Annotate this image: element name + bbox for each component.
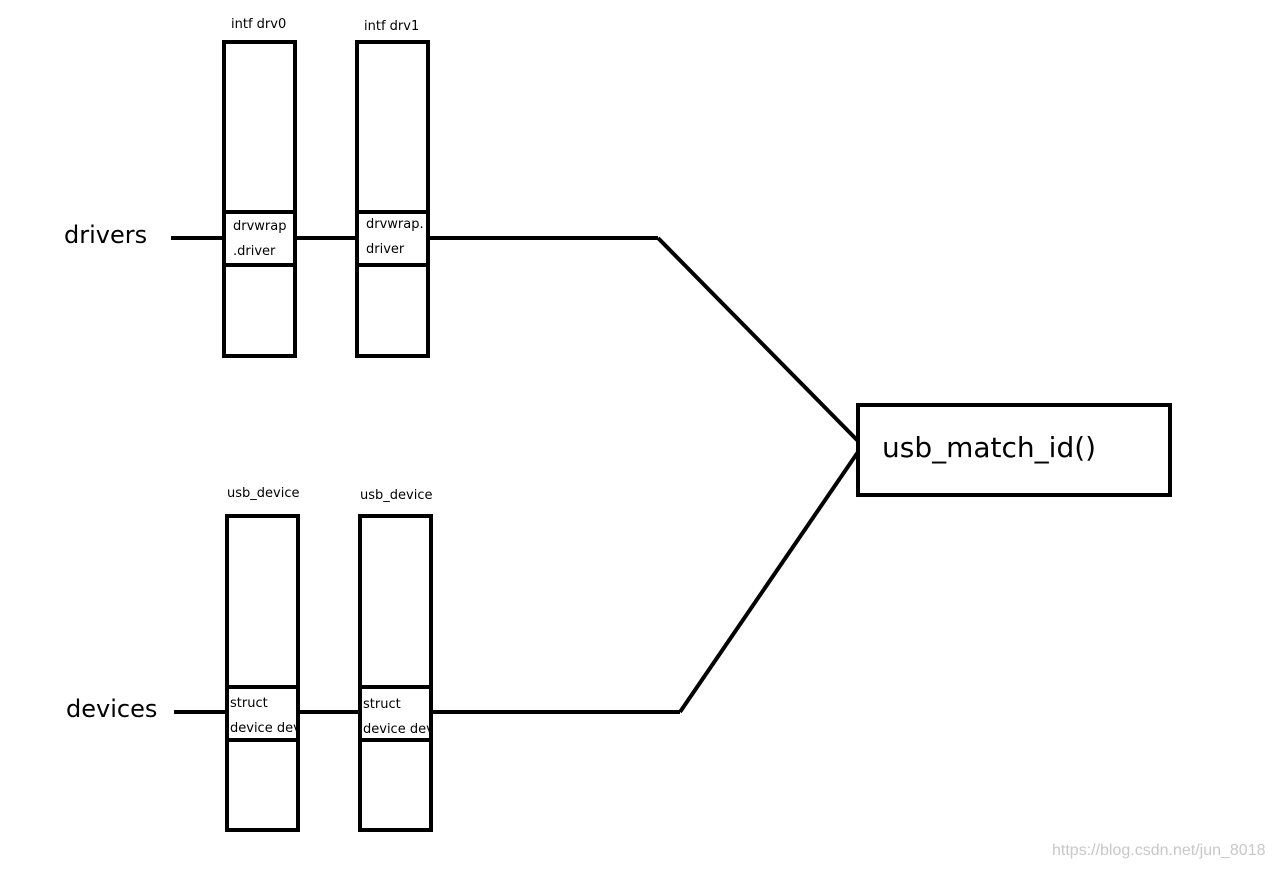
driver-column-1-field	[355, 210, 430, 267]
drivers-label: drivers	[64, 221, 148, 249]
driver-column-0-field-line1: drvwrap	[233, 219, 287, 234]
devices-to-match-line	[678, 450, 860, 714]
device-column-0-box	[225, 514, 300, 832]
device-column-0-field-line1: struct	[230, 696, 268, 711]
driver-column-1-title: intf drv1	[364, 19, 420, 34]
match-function-box	[856, 403, 1172, 497]
driver-column-0-box	[222, 40, 297, 358]
device-column-1-box	[358, 514, 433, 832]
match-function-label: usb_match_id()	[882, 431, 1097, 464]
device-column-1-field-line2: device dev	[363, 723, 429, 736]
device-column-1	[358, 514, 433, 832]
driver-column-0-field	[222, 210, 297, 267]
driver-column-1-field-line1: drvwrap.	[366, 217, 424, 232]
device-column-1-field	[358, 685, 433, 742]
devices-label: devices	[66, 695, 158, 723]
device-column-1-field-line1: struct	[363, 697, 401, 712]
watermark: https://blog.csdn.net/jun_8018	[1052, 842, 1266, 859]
driver-column-0	[222, 40, 297, 358]
device-column-0-title: usb_device	[227, 486, 300, 501]
driver-column-1-field-line2: driver	[366, 242, 405, 257]
driver-column-0-title: intf drv0	[231, 17, 287, 32]
device-column-0	[225, 514, 300, 832]
driver-column-1	[355, 40, 430, 358]
device-column-0-field-line2: device dev	[230, 722, 296, 735]
drivers-to-match-line	[656, 236, 860, 443]
device-column-0-field	[225, 685, 300, 742]
device-column-1-title: usb_device	[360, 488, 433, 503]
driver-column-1-box	[355, 40, 430, 358]
driver-column-0-field-line2: .driver	[233, 244, 276, 259]
